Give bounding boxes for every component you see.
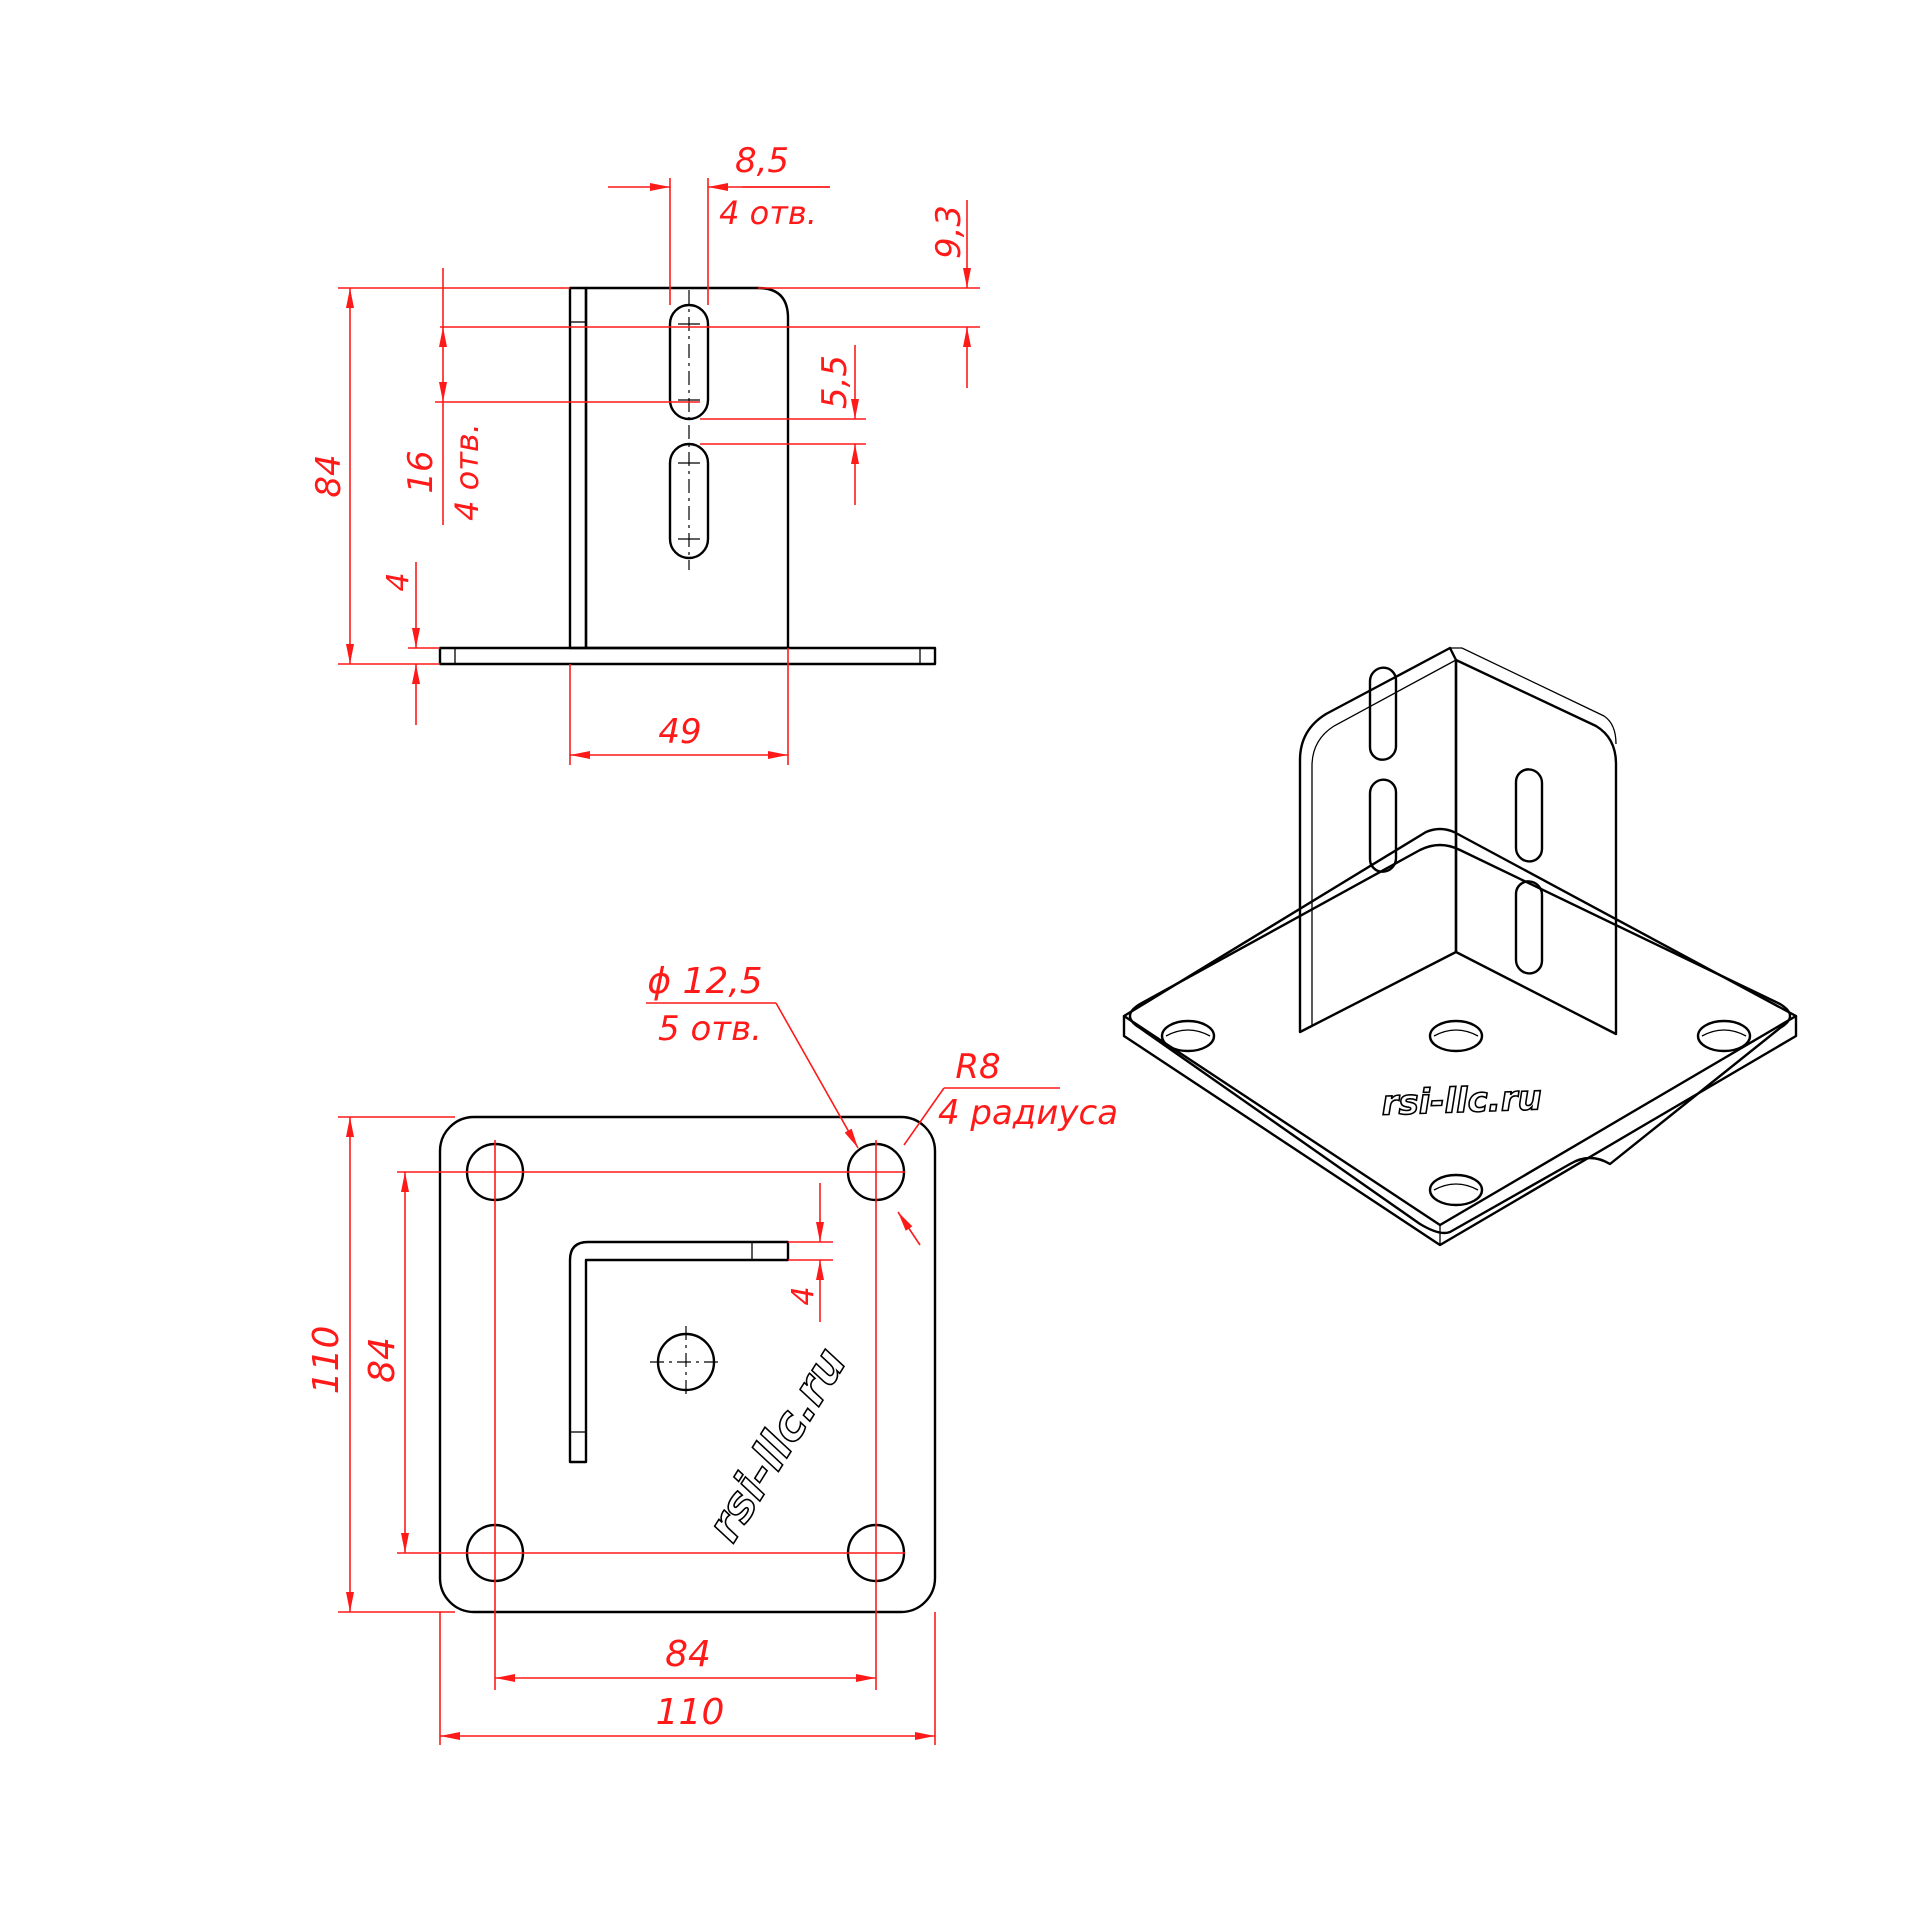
top-view-outline [438,1115,937,1614]
dim-flange-width: 49 [658,712,701,752]
dim-slot-count: 4 отв. [448,423,486,521]
dim-hole-gap: 5,5 [815,355,855,409]
top-view-dimensions [338,1002,1060,1745]
dim-angle-thickness: 4 [786,1286,821,1305]
front-view-dimensions [338,178,980,765]
dim-total-height: 84 [309,454,349,497]
dim-hole-diameter: ϕ 12,5 [647,961,762,1002]
iso-view-logo: rsi-llc.ru [1381,1078,1542,1124]
iso-view: rsi-llc.ru [1122,646,1798,1247]
dim-hole-count: 5 отв. [658,1009,762,1049]
dim-height-outer: 110 [306,1326,347,1395]
iso-hole-front [1428,1173,1484,1207]
dim-width-inner: 84 [665,1634,711,1675]
dim-plate-thickness: 4 [381,572,416,591]
dim-hole-width-count: 4 отв. [719,194,817,232]
dim-corner-radius-count: 4 радиуса [938,1093,1118,1133]
dim-corner-radius: R8 [955,1047,1000,1087]
top-view-logo: rsi-llc.ru [696,1338,857,1550]
top-view: ϕ 12,5 5 отв. R8 4 радиуса 4 110 84 84 1… [306,961,1118,1745]
iso-hole-right [1696,1019,1752,1053]
iso-view-outline [1122,646,1798,1247]
front-view-outline [438,286,937,666]
iso-hole-left [1160,1019,1216,1053]
dim-top-offset: 9,3 [929,205,969,259]
dim-height-inner: 84 [362,1337,403,1383]
dim-width-outer: 110 [656,1692,725,1733]
dim-slot-length: 16 [401,450,441,493]
iso-hole-center [1428,1019,1484,1053]
dim-hole-width: 8,5 [735,141,789,181]
front-view: 8,5 4 отв. 9,3 5,5 84 16 4 отв. 4 49 [309,141,980,765]
